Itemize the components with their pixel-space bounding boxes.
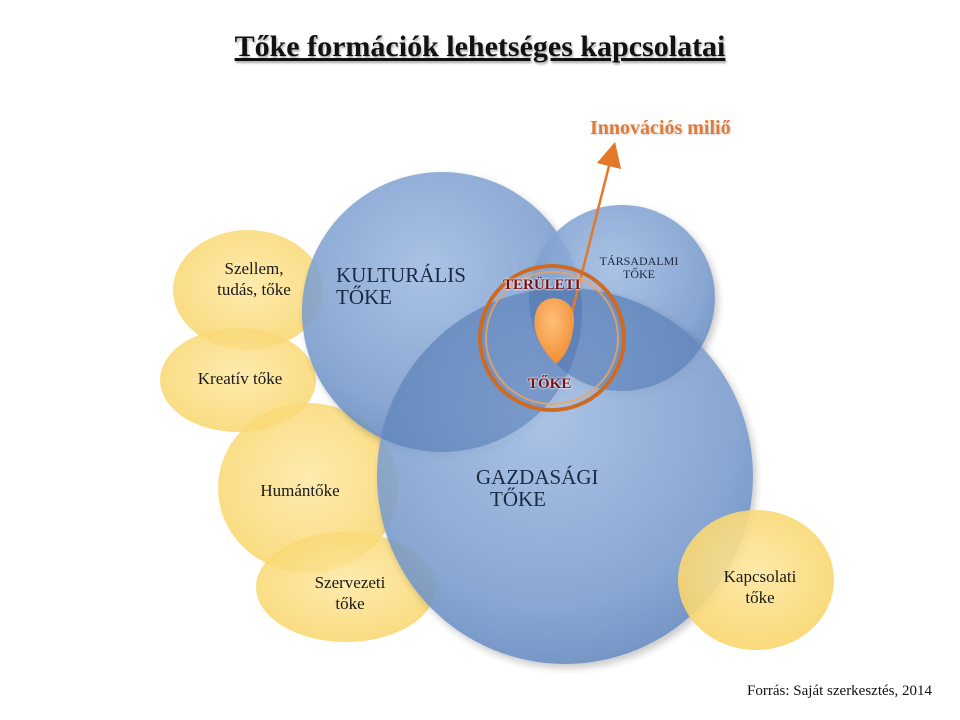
szervezeti-ellipse	[256, 532, 436, 642]
teruleti-label-top: TERÜLETI	[503, 277, 581, 293]
gazdasagi-label: GAZDASÁGI TŐKE	[476, 466, 599, 510]
kapcsolati-line1: Kapcsolati	[723, 567, 797, 586]
kulturalis-label: KULTURÁLIS TŐKE	[336, 264, 466, 308]
human-ellipse	[218, 403, 398, 573]
tarsadalmi-label: TÁRSADALMI TŐKE	[584, 254, 694, 282]
szellem-line1: Szellem,	[224, 259, 284, 278]
tarsadalmi-line1: TÁRSADALMI	[599, 254, 679, 268]
tarsadalmi-gazdasagi-overlap	[529, 288, 715, 391]
kapcsolati-label: Kapcsolati tőke	[700, 566, 820, 609]
human-label: Humántőke	[260, 481, 340, 500]
tarsadalmi-line2: TŐKE	[623, 267, 655, 282]
kreativ-ellipse	[160, 328, 316, 432]
source-note: Forrás: Saját szerkesztés, 2014	[747, 683, 932, 699]
teruleti-ring	[478, 264, 626, 412]
gazdasagi-circle	[377, 288, 753, 664]
szellem-line2: tudás, tőke	[217, 280, 291, 300]
kapcsolati-line2: tőke	[745, 588, 775, 608]
szellem-ellipse	[173, 230, 323, 350]
teruleti-ring-inner	[485, 271, 619, 405]
kulturalis-line1: KULTURÁLIS	[336, 263, 466, 287]
teruleti-label-bottom: TŐKE	[528, 376, 572, 392]
kulturalis-line2: TŐKE	[336, 285, 392, 310]
szervezeti-line1: Szervezeti	[314, 573, 386, 592]
gazdasagi-line1: GAZDASÁGI	[476, 465, 599, 489]
innovation-label: Innovációs miliő	[590, 117, 731, 139]
szervezeti-line2: tőke	[335, 594, 365, 614]
szellem-label: Szellem, tudás, tőke	[195, 258, 313, 301]
kapcsolati-ellipse	[678, 510, 834, 650]
gazdasagi-line2: TŐKE	[490, 487, 546, 512]
kreativ-label: Kreatív tőke	[197, 369, 283, 388]
diagram-title: Tőke formációk lehetséges kapcsolatai	[234, 30, 726, 63]
innovation-droplet	[534, 298, 574, 364]
szervezeti-label: Szervezeti tőke	[290, 572, 410, 615]
